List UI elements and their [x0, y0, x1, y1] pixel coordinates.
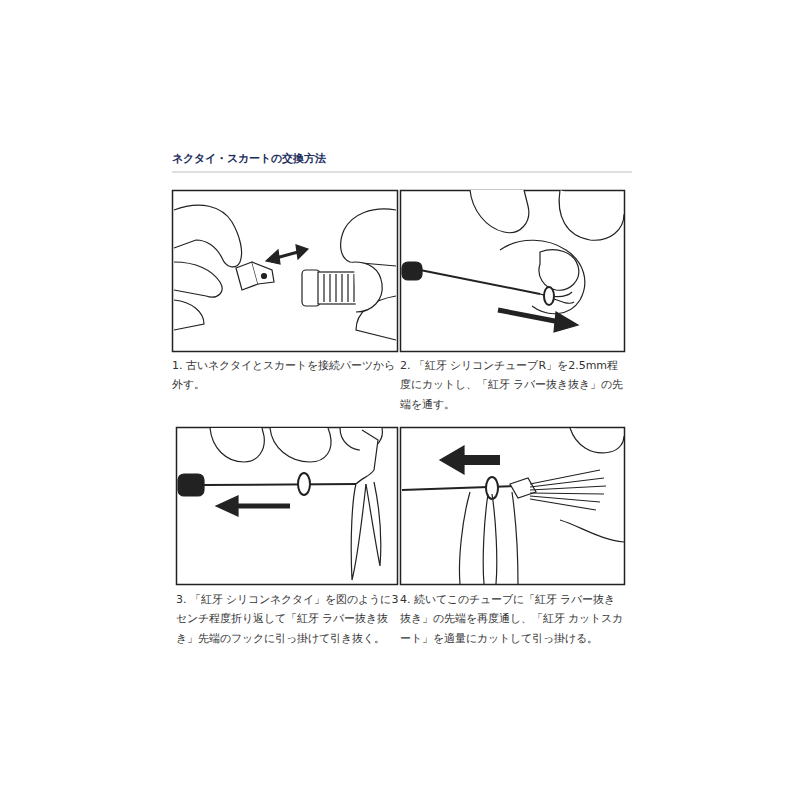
step-caption: 2. 「紅牙 シリコンチューブR」を2.5mm程度にカットし、「紅牙 ラバー抜き…	[400, 356, 626, 414]
panel-2	[401, 190, 625, 352]
panel-1	[173, 191, 398, 352]
step-caption: 3. 「紅牙 シリコンネクタイ」を図のように3センチ程度折り返して「紅牙 ラバー…	[176, 590, 400, 648]
step-caption: 1. 古いネクタイとスカートを接続パーツから外す。	[172, 356, 398, 395]
panel-3	[177, 428, 398, 585]
step-caption: 4. 続いてこのチューブに「紅牙 ラバー抜き抜き」の先端を再度通し、「紅牙 カッ…	[400, 590, 626, 648]
panel-4	[401, 428, 625, 585]
title-rule	[172, 172, 632, 173]
page-title: ネクタイ・スカートの交換方法	[172, 152, 632, 166]
